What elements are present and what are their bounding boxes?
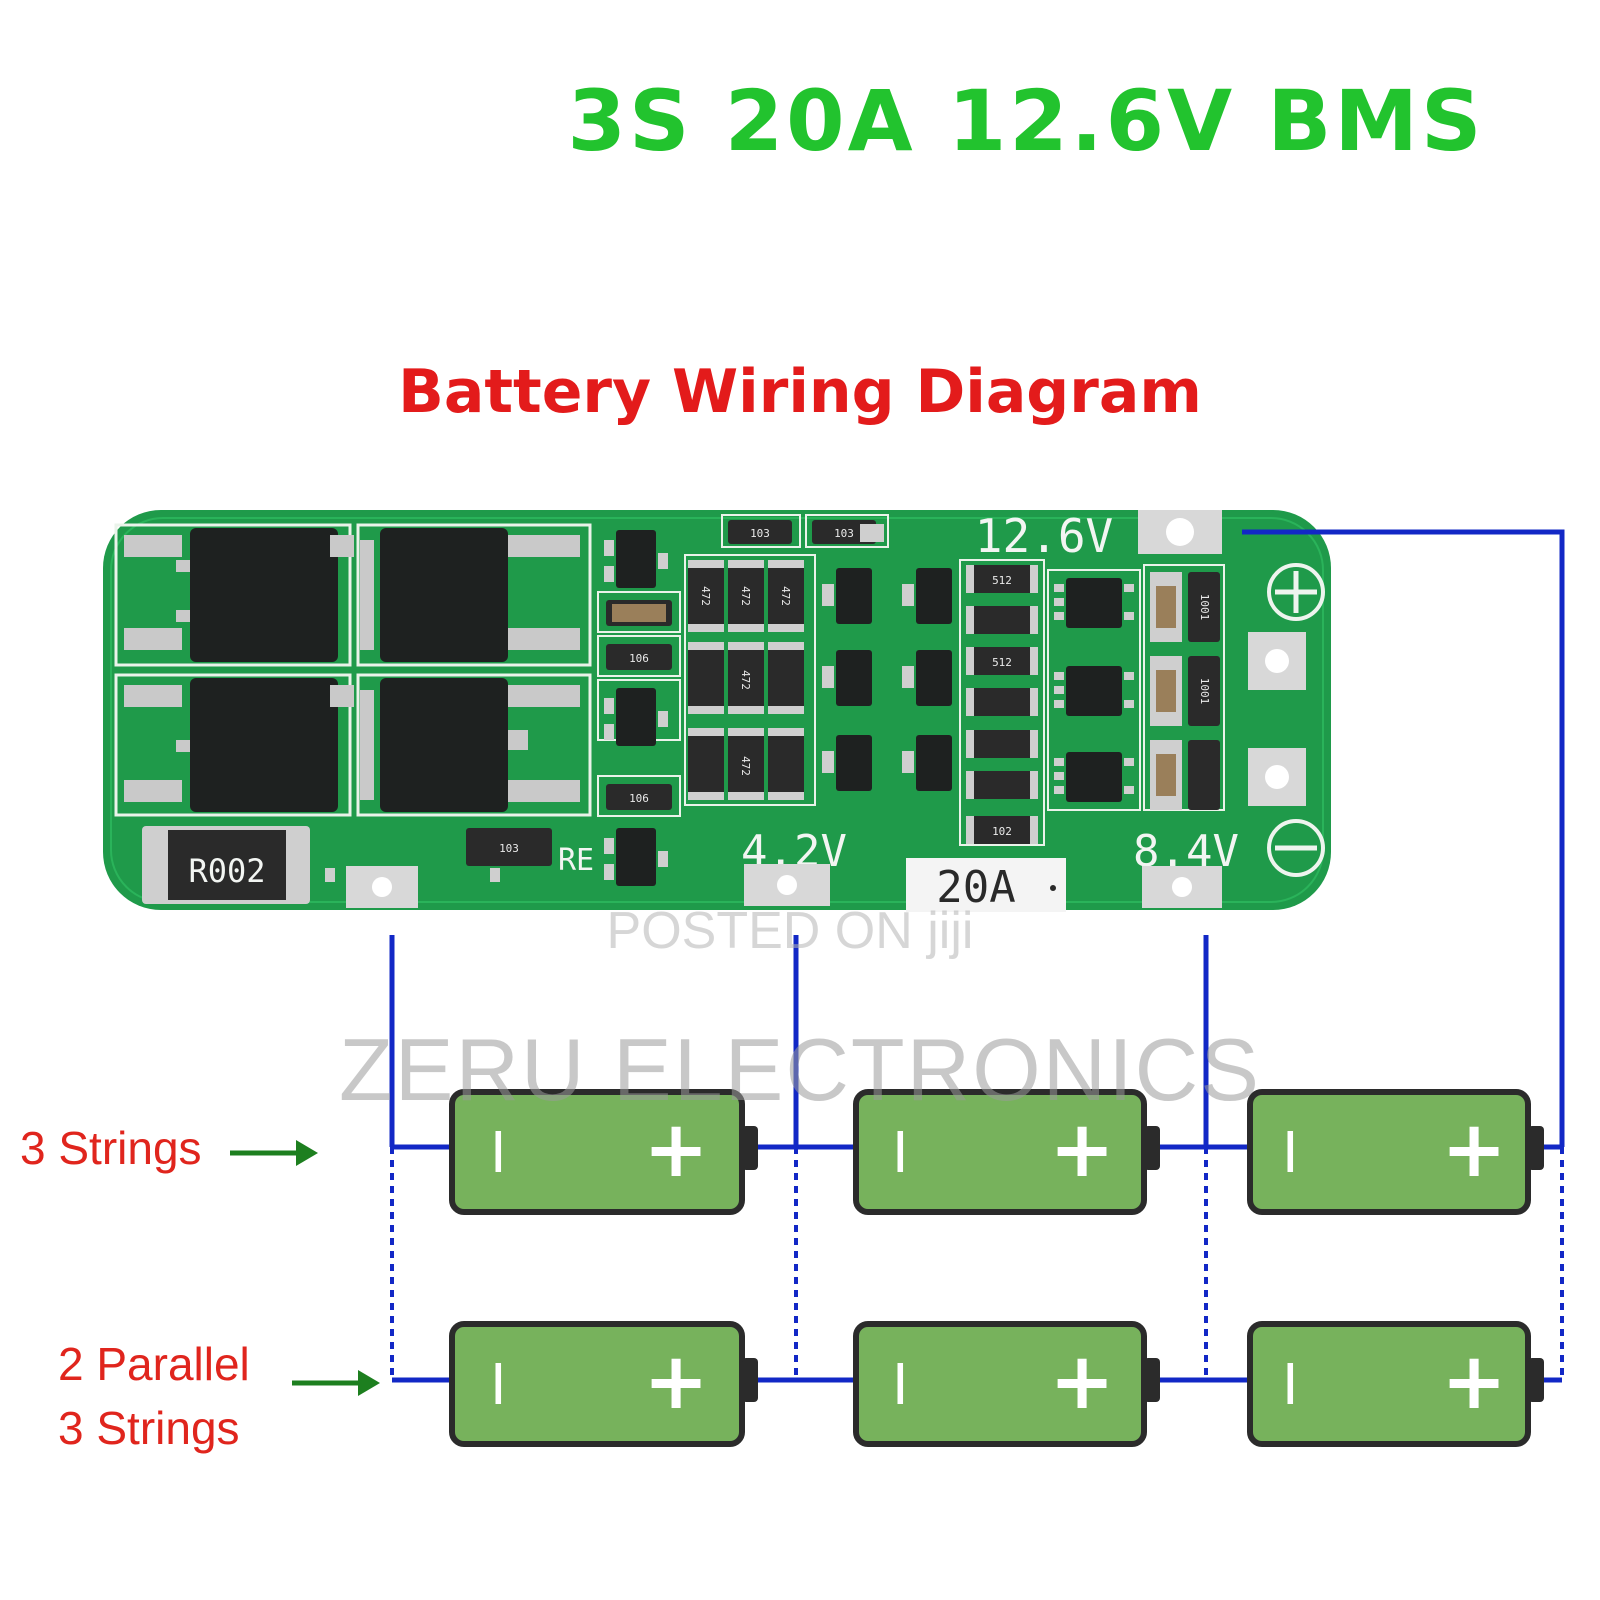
battery-cell: I + bbox=[853, 1089, 1160, 1215]
battery-cell: I + bbox=[449, 1321, 758, 1447]
battery-pack: I + I + I + I + I + bbox=[449, 1089, 1544, 1447]
svg-text:103: 103 bbox=[750, 527, 770, 540]
minus-icon bbox=[1267, 819, 1325, 877]
mosfet-outlines bbox=[114, 523, 592, 817]
arrow-right-icon bbox=[230, 1140, 318, 1166]
svg-text:512: 512 bbox=[992, 574, 1012, 587]
diagram-subtitle: Battery Wiring Diagram bbox=[398, 357, 1202, 427]
svg-text:R002: R002 bbox=[188, 852, 265, 890]
solder-pads bbox=[346, 510, 1306, 908]
svg-text:I: I bbox=[1282, 1353, 1299, 1418]
svg-text:I: I bbox=[490, 1353, 507, 1418]
shunt-resistor: R002 bbox=[142, 826, 310, 904]
svg-text:106: 106 bbox=[629, 652, 649, 665]
svg-text:+: + bbox=[1049, 1337, 1114, 1427]
svg-text:472: 472 bbox=[739, 670, 752, 690]
svg-text:103: 103 bbox=[499, 842, 519, 855]
svg-text:106: 106 bbox=[629, 792, 649, 805]
svg-text:512: 512 bbox=[992, 656, 1012, 669]
battery-cell: I + bbox=[1247, 1321, 1544, 1447]
watermark-brand: ZERU ELECTRONICS bbox=[339, 1020, 1261, 1119]
svg-text:+: + bbox=[1049, 1105, 1114, 1195]
svg-text:+: + bbox=[643, 1337, 708, 1427]
plus-icon bbox=[1267, 563, 1325, 621]
svg-text:472: 472 bbox=[699, 586, 712, 606]
svg-text:102: 102 bbox=[992, 825, 1012, 838]
svg-text:1001: 1001 bbox=[1198, 678, 1211, 705]
mosfet-pads bbox=[124, 535, 580, 802]
battery-cell: I + bbox=[853, 1321, 1160, 1447]
label-12-6v: 12.6V bbox=[975, 509, 1113, 563]
label-two-parallel: 2 Parallel bbox=[58, 1338, 250, 1390]
battery-cell: I + bbox=[1247, 1089, 1544, 1215]
watermark-posted: POSTED ON jiji bbox=[607, 902, 974, 960]
svg-text:+: + bbox=[1441, 1337, 1506, 1427]
bms-board: 472 472 472 106 106 1001 1001 103 103 10… bbox=[103, 509, 1331, 913]
svg-text:472: 472 bbox=[739, 586, 752, 606]
smd-components: 472 472 472 106 106 1001 1001 103 103 10… bbox=[325, 514, 1225, 886]
svg-text:20A: 20A bbox=[936, 862, 1015, 913]
svg-text:472: 472 bbox=[779, 586, 792, 606]
svg-text:I: I bbox=[892, 1121, 909, 1186]
svg-text:+: + bbox=[643, 1105, 708, 1195]
svg-text:I: I bbox=[892, 1353, 909, 1418]
svg-text:472: 472 bbox=[739, 756, 752, 776]
svg-text:I: I bbox=[1282, 1121, 1299, 1186]
svg-text:1001: 1001 bbox=[1198, 594, 1211, 621]
current-rating-badge: 20A bbox=[906, 858, 1066, 913]
label-re: RE bbox=[558, 843, 594, 878]
mosfet-chips bbox=[190, 528, 508, 812]
page-title: 3S 20A 12.6V BMS bbox=[568, 72, 1485, 170]
svg-text:I: I bbox=[490, 1121, 507, 1186]
label-three-strings: 3 Strings bbox=[20, 1122, 202, 1174]
wiring bbox=[389, 529, 1565, 1383]
svg-text:103: 103 bbox=[834, 527, 854, 540]
label-two-parallel-strings: 3 Strings bbox=[58, 1402, 240, 1454]
arrow-right-icon bbox=[292, 1370, 380, 1396]
svg-text:+: + bbox=[1441, 1105, 1506, 1195]
battery-cell: I + bbox=[449, 1089, 758, 1215]
